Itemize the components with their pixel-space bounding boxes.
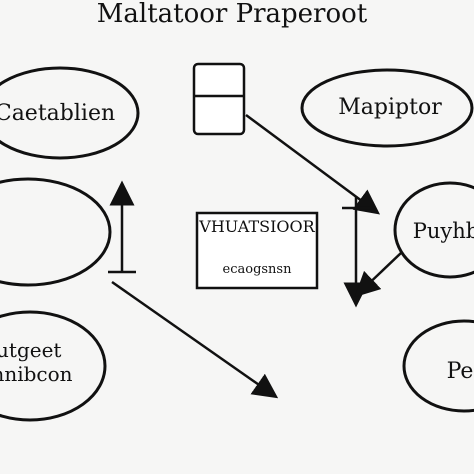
node-bottom-left-shape (0, 310, 107, 422)
node-bottom-right-label: Pe (447, 359, 474, 384)
arrow-mid-right-to-vertical (354, 251, 403, 298)
node-mid-left-shape (0, 177, 112, 287)
node-mid-right-shape (393, 181, 474, 279)
node-bottom-left-line1: Nutgeet (0, 338, 61, 362)
node-top-left-shape (0, 66, 140, 160)
node-top-right-label: Mapiptor (338, 95, 442, 120)
node-center-box-shape (195, 211, 319, 290)
node-bottom-left-line2: Fmnibcon (0, 362, 73, 386)
document-icon (192, 62, 246, 136)
node-center-box-title: VHUATSIOOR (198, 217, 315, 236)
node-bottom-right: Pe (402, 319, 474, 413)
node-center-box: VHUATSIOOR ecaogsnsn (195, 211, 319, 290)
node-top-right-shape (300, 68, 474, 148)
arrow-document-to-mid-right (245, 113, 381, 215)
document-icon-shape (192, 62, 246, 136)
diagram-title: Maltatoor Praperoot (97, 0, 368, 29)
node-bottom-left: Nutgeet Fmnibcon (0, 310, 107, 422)
node-mid-right: Puyhb (393, 181, 474, 279)
node-top-left: Caetablien (0, 66, 140, 160)
node-top-right: Mapiptor (300, 68, 474, 148)
node-mid-left (0, 177, 112, 287)
node-center-box-subtitle: ecaogsnsn (223, 262, 293, 277)
node-bottom-right-shape (402, 319, 474, 413)
arrow-left-to-bottom-center (111, 280, 279, 399)
node-mid-right-label: Puyhb (413, 219, 474, 243)
node-top-left-label: Caetablien (0, 101, 115, 126)
